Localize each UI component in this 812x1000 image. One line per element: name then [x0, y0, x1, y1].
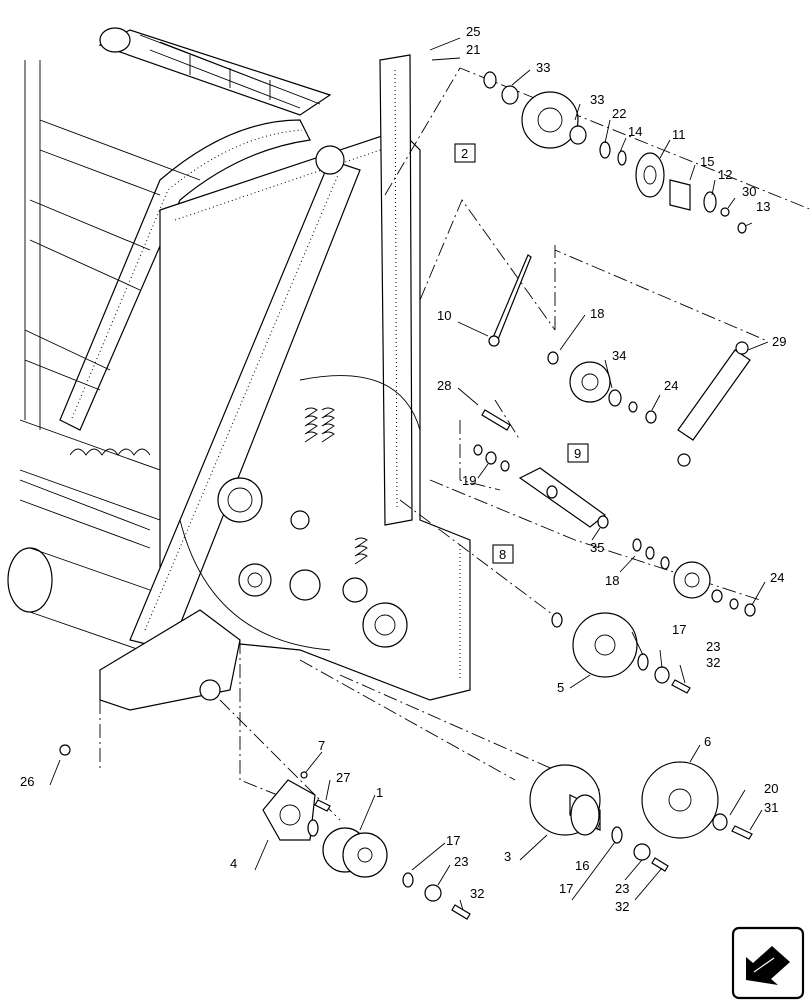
- assembly-guide-lines: [99, 67, 812, 821]
- callout-25: 25: [466, 24, 480, 39]
- callout-24: 24: [664, 378, 678, 393]
- callout-3: 3: [504, 849, 511, 864]
- callout-22: 22: [612, 106, 626, 121]
- callout-12: 12: [718, 167, 732, 182]
- callout-27: 27: [336, 770, 350, 785]
- callout-30: 30: [742, 184, 756, 199]
- callout-11: 11: [672, 127, 686, 142]
- callout-32: 32: [615, 899, 629, 914]
- callout-1: 1: [376, 785, 383, 800]
- callout-33: 33: [536, 60, 550, 75]
- callout-35: 35: [590, 540, 604, 555]
- callout-box-9: [567, 443, 589, 463]
- callout-24: 24: [770, 570, 784, 585]
- arrow-icon[interactable]: [731, 926, 805, 1000]
- callout-box-8: [492, 544, 514, 564]
- callout-34: 34: [612, 348, 626, 363]
- callout-17: 17: [446, 833, 460, 848]
- callout-17: 17: [672, 622, 686, 637]
- callout-15: 15: [700, 154, 714, 169]
- callout-10: 10: [437, 308, 451, 323]
- callout-9: 9: [574, 446, 581, 461]
- callout-33: 33: [590, 92, 604, 107]
- callout-18: 18: [590, 306, 604, 321]
- callout-box-2: [454, 143, 476, 163]
- callout-8: 8: [499, 547, 506, 562]
- callout-14: 14: [628, 124, 642, 139]
- callout-23: 23: [454, 854, 468, 869]
- callout-16: 16: [575, 858, 589, 873]
- exploded-parts: [59, 71, 756, 920]
- callout-26: 26: [20, 774, 34, 789]
- callout-23: 23: [615, 881, 629, 896]
- callout-31: 31: [764, 800, 778, 815]
- callout-17: 17: [559, 881, 573, 896]
- callout-29: 29: [772, 334, 786, 349]
- callout-7: 7: [318, 738, 325, 753]
- callout-32: 32: [706, 655, 720, 670]
- callout-6: 6: [704, 734, 711, 749]
- callout-32: 32: [470, 886, 484, 901]
- callout-28: 28: [437, 378, 451, 393]
- leader-lines: [49, 37, 769, 911]
- callout-5: 5: [557, 680, 564, 695]
- callout-4: 4: [230, 856, 237, 871]
- callout-20: 20: [764, 781, 778, 796]
- callout-labels: 25 21 33 33 22 14 11 15 12 30 13 2 10 18…: [20, 24, 786, 914]
- callout-2: 2: [461, 146, 468, 161]
- baler-frame-assembly: [7, 27, 471, 711]
- callout-23: 23: [706, 639, 720, 654]
- callout-13: 13: [756, 199, 770, 214]
- callout-18: 18: [605, 573, 619, 588]
- callout-21: 21: [466, 42, 480, 57]
- callout-19: 19: [462, 473, 476, 488]
